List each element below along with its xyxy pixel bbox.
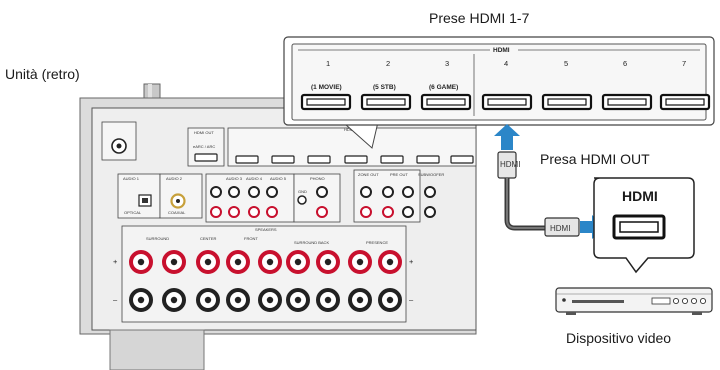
zoom-port-7: 7 — [659, 59, 711, 111]
minus-sign-right: – — [409, 295, 414, 304]
zoom-port-5: 5 — [541, 59, 593, 111]
optical-text: OPTICAL — [124, 210, 142, 215]
surround-back-text: SURROUND BACK — [294, 240, 329, 245]
svg-text:(5 STB): (5 STB) — [373, 84, 396, 91]
device-hdmi-callout: HDMI — [593, 177, 695, 274]
hdmi-inputs-label: Prese HDMI 1-7 — [429, 10, 530, 26]
receiver-rear-panel: HDMI OUT eARC / ARC HDMI AUDIO 1 OPTICAL… — [79, 97, 477, 370]
surround-text: SURROUND — [146, 236, 169, 241]
gnd-text: GND — [298, 189, 307, 194]
minus-sign-left: – — [113, 295, 118, 304]
center-text: CENTER — [200, 236, 217, 241]
gnd-terminal — [297, 195, 307, 205]
svg-text:(1 MOVIE): (1 MOVIE) — [311, 84, 342, 91]
hdmi-out-panel-text: HDMI OUT — [194, 130, 214, 135]
hdmi-cable: HDMI HDMI — [497, 151, 580, 237]
zone-out-text: ZONE OUT — [358, 172, 379, 177]
speakers-text: SPEAKERS — [255, 227, 277, 232]
zoom-port-2: 2 (5 STB) — [360, 59, 412, 111]
hdmi-zoom-callout: HDMI 1 (1 MOVIE) 2 (5 STB) 3 (6 GAME) 4 — [283, 36, 715, 149]
audio5-text: AUDIO 5 — [270, 176, 287, 181]
svg-text:3: 3 — [445, 59, 449, 68]
speaker-terminals — [129, 250, 402, 312]
svg-text:2: 2 — [386, 59, 390, 68]
zoom-port-1: 1 (1 MOVIE) — [300, 59, 352, 111]
earc-arc-text: eARC / ARC — [193, 144, 215, 149]
rca-audio-jacks — [210, 186, 278, 218]
svg-text:1: 1 — [326, 59, 330, 68]
plus-sign-right: + — [409, 257, 414, 266]
audio2-text: AUDIO 2 — [166, 176, 183, 181]
cable-plug-bottom-label: HDMI — [550, 224, 570, 233]
device-hdmi-label: HDMI — [622, 188, 658, 204]
hdmi-input-ports-small — [235, 155, 474, 164]
audio1-text: AUDIO 1 — [123, 176, 140, 181]
presence-text: PRESENCE — [366, 240, 388, 245]
audio3-text: AUDIO 3 — [226, 176, 243, 181]
unit-rear-label: Unità (retro) — [5, 66, 80, 82]
plus-sign-left: + — [113, 257, 118, 266]
zoom-hdmi-group-label: HDMI — [493, 47, 510, 54]
receiver-foot — [109, 329, 205, 370]
coaxial-text: COAXIAL — [168, 210, 186, 215]
hdmi-panel-text: HDMI — [344, 127, 354, 132]
subwoofer-text: SUBWOOFER — [418, 172, 444, 177]
svg-text:4: 4 — [504, 59, 508, 68]
svg-text:6: 6 — [623, 59, 627, 68]
phono-block-text: PHONO — [310, 176, 325, 181]
front-text: FRONT — [244, 236, 258, 241]
video-device-label: Dispositivo video — [566, 330, 671, 346]
svg-text:(6 GAME): (6 GAME) — [429, 84, 458, 91]
hdmi-out-port — [194, 153, 218, 162]
audio4-text: AUDIO 4 — [246, 176, 263, 181]
zoom-port-6: 6 — [601, 59, 653, 111]
arrow-up-icon — [494, 124, 520, 150]
zoom-port-3: 3 (6 GAME) — [420, 59, 472, 111]
zoom-port-4: 4 — [481, 59, 533, 111]
pre-out-text: PRE OUT — [390, 172, 408, 177]
hdmi-out-jack-label: Presa HDMI OUT — [540, 151, 650, 167]
video-device-icon — [555, 287, 713, 315]
svg-text:5: 5 — [564, 59, 568, 68]
cable-plug-top-label: HDMI — [500, 160, 520, 169]
svg-text:7: 7 — [682, 59, 686, 68]
